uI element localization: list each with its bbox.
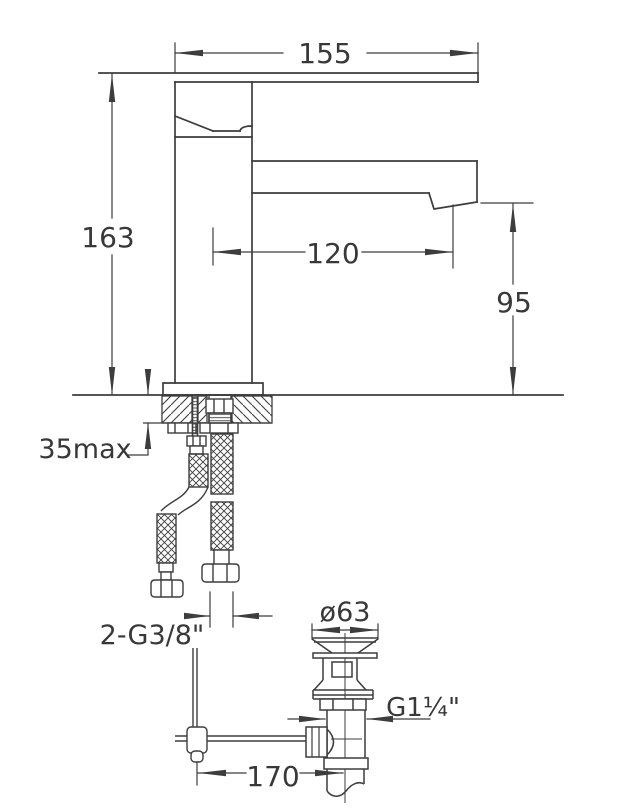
dim-label-waste-flange-diameter: ø63 [320, 597, 371, 628]
mounting-hardware [167, 396, 239, 440]
pop-up-waste [305, 633, 379, 803]
dim-label-total-height: 163 [81, 221, 134, 254]
faucet-outline [72, 72, 564, 396]
dim-label-waste-thread: G1¼" [386, 693, 460, 723]
dim-label-lever-width: 155 [298, 37, 351, 70]
dim-label-deck-thickness: 35max [38, 434, 131, 465]
dim-label-rod-offset: 170 [246, 760, 299, 793]
dim-label-spout-reach: 120 [306, 237, 359, 270]
dimension-labels: 155 163 120 95 35max 2-G3/8" ø63 G1¼" 17… [38, 37, 531, 793]
dim-label-spout-outlet-height: 95 [496, 286, 532, 319]
supply-hoses [150, 433, 240, 598]
dim-label-supply-connection: 2-G3/8" [100, 620, 205, 651]
dimension-arrowheads [108, 49, 517, 777]
pop-up-linkage [175, 648, 306, 763]
